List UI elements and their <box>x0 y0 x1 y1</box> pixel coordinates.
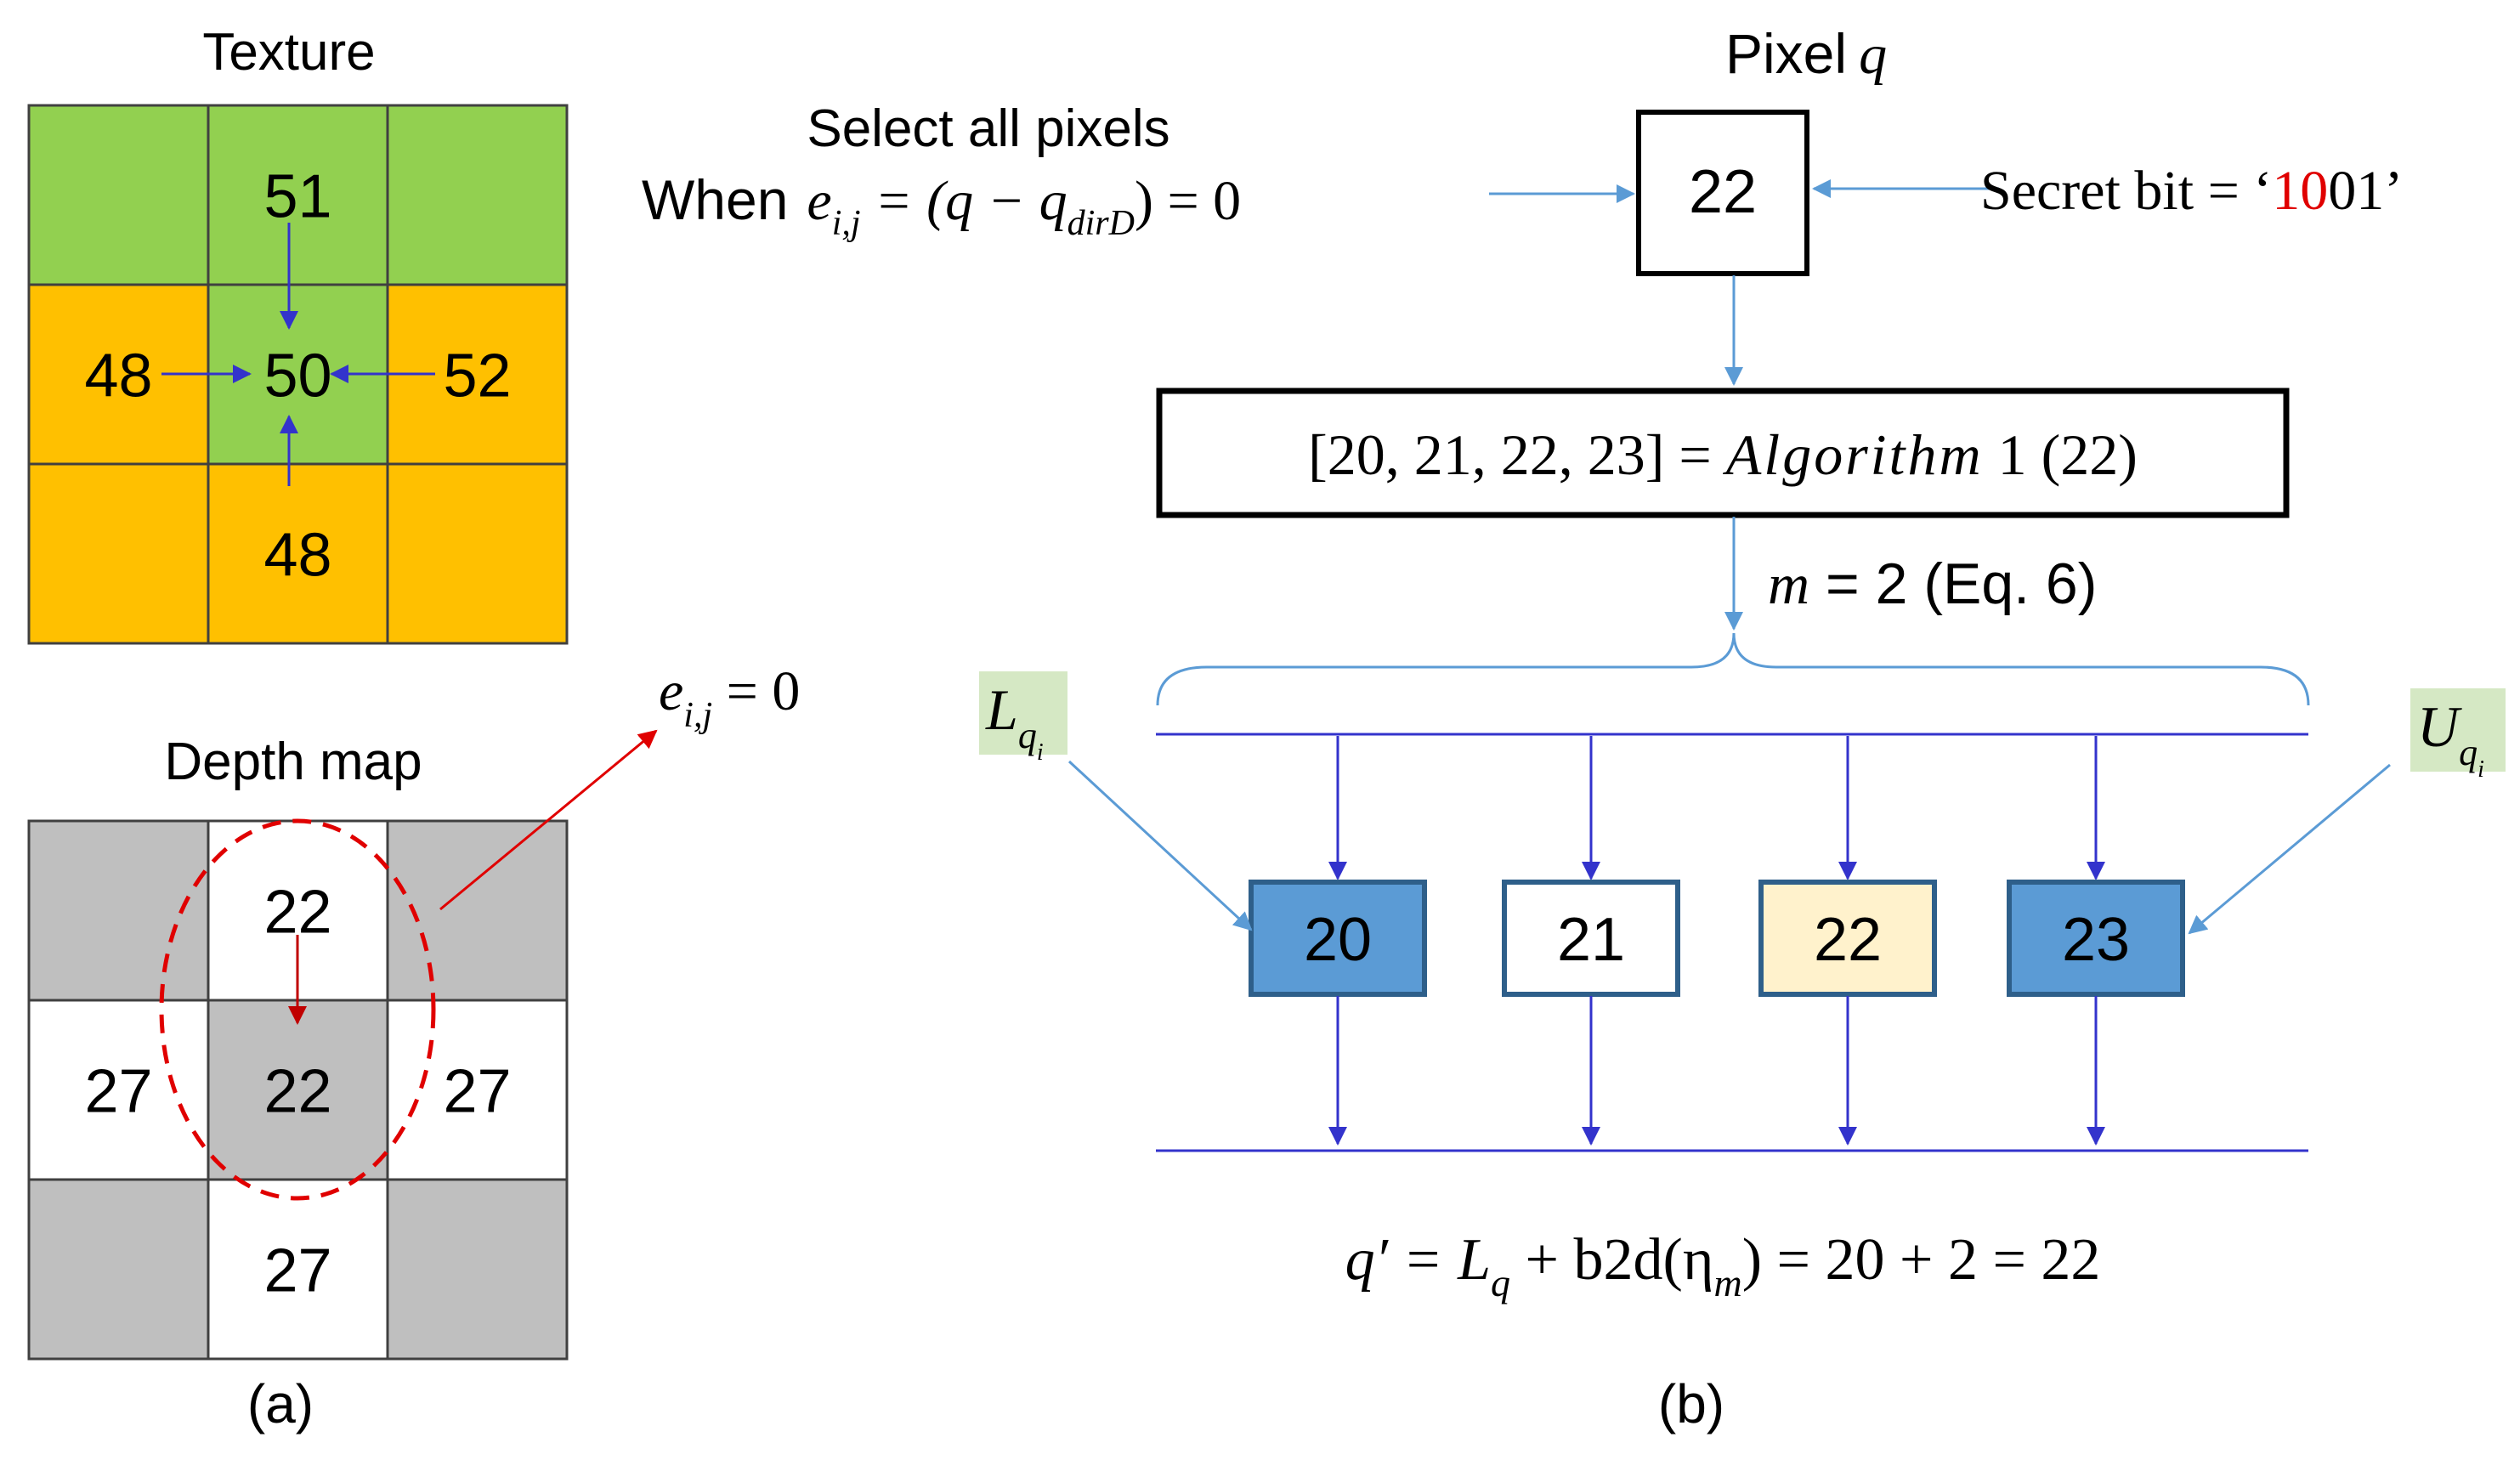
formula-mid-sub: m <box>1713 1261 1741 1304</box>
depth-cell <box>207 1178 389 1361</box>
depth-cell <box>386 1178 569 1361</box>
caption-b: (b) <box>1658 1373 1724 1435</box>
depth-cell <box>27 1178 210 1361</box>
depth-value: 27 <box>263 1237 331 1305</box>
dashed-highlight-ellipse <box>159 818 436 1201</box>
algorithm-expression: [20, 21, 22, 23] = Algorithm 1 (22) <box>1308 422 2138 487</box>
select-eq-b: ) = 0 <box>1135 170 1241 232</box>
texture-value: 51 <box>263 163 331 231</box>
texture-cell <box>27 104 210 286</box>
candidate-box <box>1758 880 1937 997</box>
secret-prefix: Secret bit = ‘ <box>1980 160 2272 222</box>
texture-cell <box>386 104 569 286</box>
pixel-label-word: Pixel <box>1725 22 1847 85</box>
select-eq-sub: dirD <box>1067 204 1135 243</box>
texture-value: 50 <box>263 342 331 410</box>
select-e: e <box>807 170 831 232</box>
texture-value: 48 <box>263 522 331 590</box>
texture-value: 52 <box>443 342 511 410</box>
texture-grid: 51 48 50 52 48 <box>27 104 569 645</box>
m-rest: = 2 (Eq. 6) <box>1809 552 2097 616</box>
upper-bound-bg <box>2410 688 2506 772</box>
select-line1: Select all pixels <box>807 99 1169 158</box>
upper-bound-arrow <box>2188 763 2391 935</box>
secret-red-bits: 10 <box>2272 160 2328 222</box>
upper-bound-label: Uqi <box>2417 694 2484 783</box>
lower-bound-bg <box>979 671 1067 755</box>
upper-sub: q <box>2459 732 2478 773</box>
depth-cell <box>27 819 210 1002</box>
candidate-value: 23 <box>2062 906 2130 974</box>
texture-cell <box>27 462 210 645</box>
secret-black-bits: 01 <box>2328 160 2384 222</box>
depth-title: Depth map <box>164 733 422 791</box>
lower-bound-label: Lqi <box>985 677 1044 766</box>
texture-cell <box>207 104 389 286</box>
texture-title: Texture <box>202 23 375 82</box>
m-var: m <box>1768 552 1809 616</box>
error-pointer-arrow <box>439 729 658 911</box>
candidate-value: 20 <box>1304 906 1372 974</box>
lower-label: L <box>985 677 1018 742</box>
pixel-value: 22 <box>1689 158 1757 226</box>
upper-subsub: i <box>2478 756 2484 783</box>
depth-cell <box>386 999 569 1181</box>
error-label: ei,j = 0 <box>659 660 800 735</box>
candidate-box <box>1502 880 1680 997</box>
depth-value: 27 <box>84 1058 152 1126</box>
result-formula: q′ = Lq + b2d(ηm) = 20 + 2 = 22 <box>1345 1227 2101 1304</box>
candidate-value: 22 <box>1814 906 1882 974</box>
caption-a: (a) <box>247 1373 314 1435</box>
error-label-sub: i,j <box>683 696 712 735</box>
error-label-rest: = 0 <box>712 660 800 722</box>
texture-value: 48 <box>84 342 152 410</box>
depth-value: 22 <box>263 1058 331 1126</box>
texture-cell <box>386 462 569 645</box>
formula-q: q′ = L <box>1345 1227 1491 1293</box>
lower-sub: q <box>1018 715 1037 756</box>
select-eq-a: = (q − q <box>861 170 1067 232</box>
depth-value: 27 <box>443 1058 511 1126</box>
range-brace <box>1156 632 2310 706</box>
algorithm-args: 1 (22) <box>1984 422 2138 487</box>
m-label: m = 2 (Eq. 6) <box>1768 552 2097 616</box>
formula-q-sub: q <box>1491 1261 1510 1304</box>
pixel-label-var: q <box>1859 24 1887 86</box>
candidate-value: 21 <box>1557 906 1625 974</box>
candidate-row: 20 21 22 23 <box>1249 736 2185 1146</box>
select-when: When <box>642 168 788 231</box>
algorithm-list: [20, 21, 22, 23] = <box>1308 422 1726 487</box>
upper-label: U <box>2417 694 2462 759</box>
formula-mid: + b2d(η <box>1510 1227 1713 1293</box>
lower-subsub: i <box>1037 739 1044 766</box>
algorithm-box <box>1156 388 2290 518</box>
pixel-box <box>1636 110 1809 276</box>
texture-cell <box>207 462 389 645</box>
algorithm-name: Algorithm <box>1723 422 1984 487</box>
depth-cell <box>386 819 569 1002</box>
candidate-box <box>1249 880 1427 997</box>
select-e-sub: i,j <box>832 204 861 243</box>
error-label-e: e <box>659 660 683 722</box>
candidate-box <box>2007 880 2185 997</box>
lower-bound-arrow <box>1067 760 1253 931</box>
secret-bit-label: Secret bit = ‘1001’ <box>1980 160 2403 222</box>
formula-end: ) = 20 + 2 = 22 <box>1742 1227 2101 1293</box>
secret-suffix: ’ <box>2384 160 2403 222</box>
